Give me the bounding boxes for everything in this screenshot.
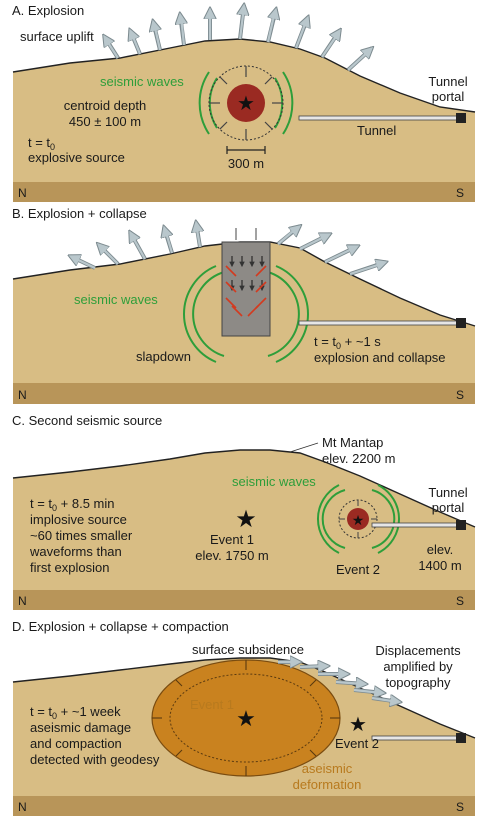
panel-a-band	[13, 182, 475, 202]
panel-c-portal-elev-2: 1400 m	[418, 558, 461, 573]
panel-b-time-label: t = t0 + ~1 s	[314, 334, 381, 351]
panel-b-process-label: explosion and collapse	[314, 350, 446, 365]
panel-a-scale-label: 300 m	[228, 156, 264, 171]
panel-a-sky	[13, 22, 475, 112]
panel-b-slapdown-label: slapdown	[136, 349, 191, 364]
panel-b-tunnel	[298, 320, 458, 326]
panel-d-portal-block	[456, 733, 466, 743]
panel-a-title: A. Explosion	[12, 3, 84, 18]
panel-d-displacement-label-1: Displacements	[375, 643, 461, 658]
panel-c-portal-elev-1: elev.	[427, 542, 454, 557]
panel-c-surface	[12, 449, 476, 528]
panel-c-desc-1: implosive source	[30, 512, 127, 527]
panel-c-waves-label: seismic waves	[232, 474, 316, 489]
panel-b-north: N	[18, 388, 27, 402]
panel-d-band	[13, 796, 475, 816]
panel-d-event2-label: Event 2	[335, 736, 379, 751]
panel-d-desc-2: and compaction	[30, 736, 122, 751]
panel-c-sky	[13, 432, 475, 527]
panel-a-waves-label: seismic waves	[100, 74, 184, 89]
panel-c: ★ ★ C. Second seismic source Mt Mantap e…	[12, 413, 476, 610]
panel-c-event2-source	[347, 508, 369, 530]
panel-d-fracture-ticks	[152, 660, 340, 776]
panel-c-peak-leader	[289, 442, 319, 453]
panel-a-portal-block	[456, 113, 466, 123]
panel-a-centroid-label: centroid depth	[64, 98, 146, 113]
panel-a-centroid-star: ★	[237, 93, 255, 115]
panel-a-source-label: explosive source	[28, 150, 125, 165]
panel-c-event1-elev: elev. 1750 m	[195, 548, 268, 563]
panel-d-south: S	[456, 800, 464, 814]
panel-b-uplift-arrows	[70, 222, 386, 276]
panel-d-aseismic-label-2: deformation	[293, 777, 362, 792]
panel-d-displacement-label-3: topography	[385, 675, 451, 690]
panel-b-band	[13, 383, 475, 404]
panel-c-event2-label: Event 2	[336, 562, 380, 577]
panel-c-event1-star: ★	[235, 506, 257, 533]
panel-c-tunnel	[371, 522, 459, 528]
panel-c-seismic-waves	[317, 484, 400, 554]
panel-d-subsidence-label: surface subsidence	[192, 642, 304, 657]
panel-c-north: N	[18, 594, 27, 608]
panel-a-north: N	[18, 186, 27, 200]
panel-a-tunnel	[298, 115, 458, 121]
panel-a-time-label: t = t0	[28, 135, 55, 152]
panel-a-portal-label-2: portal	[432, 89, 465, 104]
panel-c-portal-label-2: portal	[432, 500, 465, 515]
panel-b-shear-cracks	[225, 265, 267, 317]
panel-a-uplift-label: surface uplift	[20, 29, 94, 44]
panel-d: ★ ★ D. Explosion + co	[12, 619, 476, 816]
panel-c-event2-star: ★	[352, 512, 365, 528]
panel-a-tunnel-label: Tunnel	[357, 123, 396, 138]
panel-d-desc-3: detected with geodesy	[30, 752, 160, 767]
panel-b-seismic-waves	[183, 265, 309, 363]
panel-c-portal-label-1: Tunnel	[428, 485, 467, 500]
panel-c-peak-elev: elev. 2200 m	[322, 451, 395, 466]
panel-c-event2-fractures	[339, 500, 377, 538]
panel-d-event1-star: ★	[236, 706, 256, 731]
panel-b: B. Explosion + collapse seismic waves sl…	[12, 206, 476, 404]
panel-d-event2-star: ★	[349, 714, 367, 736]
panel-c-south: S	[456, 594, 464, 608]
panel-d-sky	[13, 638, 475, 738]
panel-b-waves-label: seismic waves	[74, 292, 158, 307]
panel-a-explosive-source	[227, 84, 265, 122]
panel-d-tunnel	[371, 735, 459, 741]
panel-d-aseismic-label-1: aseismic	[302, 761, 353, 776]
panel-c-desc-3: waveforms than	[29, 544, 122, 559]
panel-d-inner-zone	[169, 673, 323, 763]
panel-c-portal-block	[456, 520, 466, 530]
panel-a-south: S	[456, 186, 464, 200]
panel-c-title: C. Second seismic source	[12, 413, 162, 428]
panel-a: ★ A. Explosion surface uplift seismic wa…	[12, 3, 476, 202]
panel-d-displacement-arrows	[278, 662, 400, 702]
panel-b-collapse-column	[221, 241, 271, 337]
panel-b-title: B. Explosion + collapse	[12, 206, 147, 221]
panel-b-portal-block	[456, 318, 466, 328]
panel-a-portal-label-1: Tunnel	[428, 74, 467, 89]
panel-a-fracture-lines	[209, 66, 283, 140]
panel-a-centroid-value: 450 ± 100 m	[69, 114, 141, 129]
panel-c-desc-2: ~60 times smaller	[30, 528, 133, 543]
panel-d-displacement-label-2: amplified by	[383, 659, 453, 674]
panel-c-event1-label: Event 1	[210, 532, 254, 547]
panel-d-time-label: t = t0 + ~1 week	[30, 704, 121, 721]
panel-c-time-label: t = t0 + 8.5 min	[30, 496, 115, 513]
panel-d-event1-label: Event 1	[190, 697, 234, 712]
panel-d-title: D. Explosion + collapse + compaction	[12, 619, 229, 634]
panel-c-peak-name: Mt Mantap	[322, 435, 383, 450]
panel-b-south: S	[456, 388, 464, 402]
panel-a-scale-bar	[226, 146, 266, 154]
panel-c-desc-4: first explosion	[30, 560, 109, 575]
panel-d-north: N	[18, 800, 27, 814]
panel-d-desc-1: aseismic damage	[30, 720, 131, 735]
panel-c-band	[13, 590, 475, 610]
